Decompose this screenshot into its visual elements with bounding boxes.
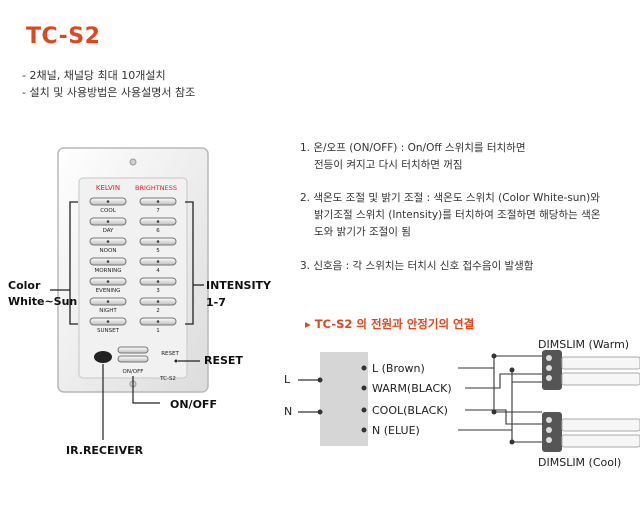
brightness-button-label-5: 3 (156, 288, 160, 294)
kelvin-button-label-1: COOL (100, 208, 116, 214)
brightness-button-indicator-7 (156, 320, 160, 323)
terminal-cool-black: COOL(BLACK) (372, 404, 448, 417)
terminal-dot-l (361, 365, 367, 371)
reset-panel-label: RESET (161, 351, 179, 357)
brightness-button-label-6: 2 (156, 308, 160, 314)
terminal-dot-n (361, 427, 367, 433)
brightness-label: BRIGHTNESS (135, 184, 177, 192)
onoff-pointer (132, 376, 160, 404)
kelvin-button-indicator-6 (106, 300, 110, 303)
terminal-dot-cool (361, 407, 367, 413)
brightness-button-indicator-2 (156, 220, 160, 223)
kelvin-button-indicator-7 (106, 320, 110, 323)
terminal-l-brown: L (Brown) (372, 362, 425, 375)
input-l: L (284, 373, 291, 386)
page-title: TC-S2 (26, 24, 101, 49)
onoff-button-bottom (117, 355, 149, 363)
kelvin-label: KELVIN (96, 184, 120, 192)
lamp-cool (542, 412, 640, 452)
brightness-button-label-1: 7 (156, 208, 160, 214)
intensity-bracket (185, 201, 194, 325)
brightness-button-indicator-3 (156, 240, 160, 243)
input-n: N (284, 405, 293, 418)
lamp-cool-label: DIMSLIM (Cool) (538, 456, 622, 469)
kelvin-button-indicator-5 (106, 280, 110, 283)
note-1: 1. 온/오프 (ON/OFF) : On/Off 스위치를 터치하면 전등이 … (300, 142, 526, 171)
note-2: 2. 색온도 조절 및 밝기 조절 : 색온도 스위치 (Color White… (300, 192, 601, 238)
intensity-range-callout: 1-7 (206, 296, 226, 309)
kelvin-button-label-2: DAY (103, 228, 114, 234)
color-bracket (69, 201, 78, 325)
brightness-button-label-4: 4 (156, 268, 160, 274)
kelvin-button-indicator-1 (106, 200, 110, 203)
reset-callout: RESET (204, 354, 243, 367)
ir-receiver-callout: IR.RECEIVER (66, 444, 144, 457)
kelvin-button-label-5: EVENING (96, 288, 121, 294)
connection-title: ▸ TC-S2 의 전원과 안정기의 연결 (305, 317, 475, 331)
lamp-warm (542, 350, 640, 390)
kelvin-button-label-3: NOON (100, 248, 117, 254)
wiring-diagram (298, 350, 640, 452)
terminal-block (320, 352, 368, 446)
color-callout: Color (8, 279, 41, 292)
lamp-warm-label: DIMSLIM (Warm) (538, 338, 630, 351)
model-panel-label: TC-S2 (159, 376, 176, 382)
kelvin-button-label-7: SUNSET (97, 328, 120, 334)
terminal-dot-warm (361, 385, 367, 391)
terminal-warm-black: WARM(BLACK) (372, 382, 452, 395)
brightness-button-label-3: 5 (156, 248, 160, 254)
screw-top (129, 158, 137, 166)
brightness-button-label-2: 6 (156, 228, 160, 234)
onoff-button-top (117, 346, 149, 354)
brightness-button-indicator-1 (156, 200, 160, 203)
brightness-button-label-7: 1 (156, 328, 160, 334)
terminal-n-elue: N (ELUE) (372, 424, 420, 437)
reset-hole (174, 359, 178, 363)
kelvin-button-indicator-2 (106, 220, 110, 223)
white-sun-callout: White~Sun (8, 295, 78, 308)
kelvin-button-label-4: MORNING (94, 268, 121, 274)
intensity-callout: INTENSITY (206, 279, 272, 292)
onoff-callout: ON/OFF (170, 398, 217, 411)
kelvin-button-indicator-4 (106, 260, 110, 263)
ir-receiver (94, 351, 112, 363)
brightness-button-indicator-4 (156, 260, 160, 263)
bullet-manual: - 설치 및 사용방법은 사용설명서 참조 (22, 86, 196, 99)
kelvin-button-indicator-3 (106, 240, 110, 243)
bullet-channels: - 2채널, 채널당 최대 10개설치 (22, 69, 166, 82)
onoff-panel-label: ON/OFF (123, 369, 144, 375)
note-3: 3. 신호음 : 각 스위치는 터치시 신호 접수음이 발생함 (300, 260, 534, 272)
brightness-button-indicator-5 (156, 280, 160, 283)
brightness-button-indicator-6 (156, 300, 160, 303)
kelvin-button-label-6: NIGHT (99, 308, 117, 314)
